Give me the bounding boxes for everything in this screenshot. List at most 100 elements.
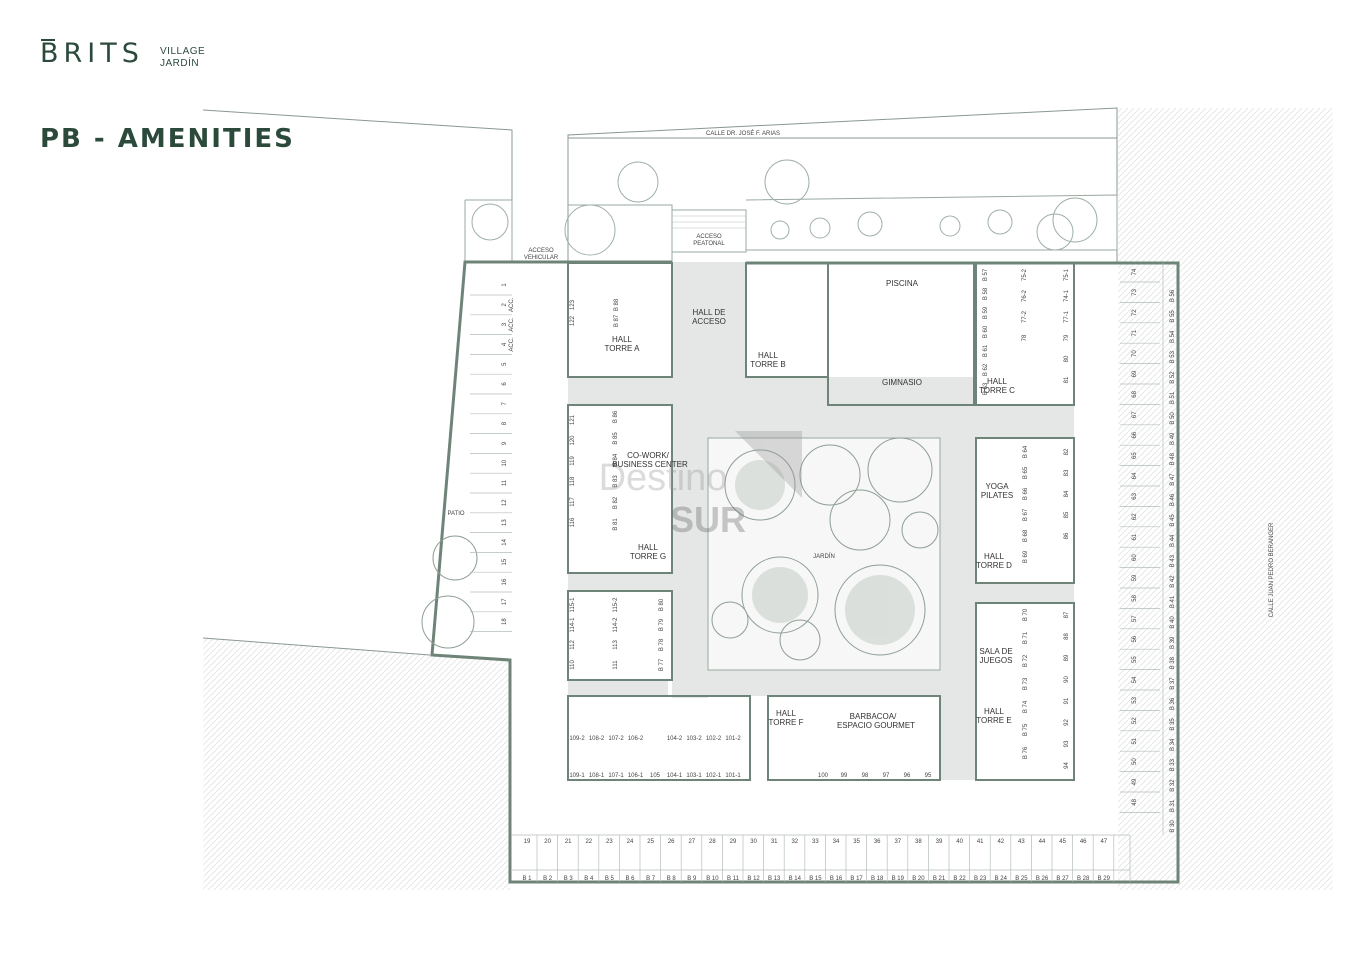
logo-bar [41, 39, 55, 41]
parking-label: 75-2 [1022, 268, 1028, 281]
front-garden [464, 199, 513, 263]
lot-line-top-left [202, 109, 513, 262]
parking-label: B 66 [1023, 487, 1029, 500]
parking-label: 11 [502, 479, 508, 486]
front-garden-3 [745, 194, 1118, 251]
parking-label: 106-1 [628, 773, 644, 779]
parking-label: B 76 [1023, 746, 1029, 759]
parking-label: B 82 [613, 496, 619, 509]
parking-label: 100 [818, 773, 829, 779]
hall-torre-a-2: TORRE A [605, 344, 641, 353]
parking-label: 36 [874, 839, 881, 845]
parking-label: 13 [502, 519, 508, 526]
parking-label: 110 [570, 660, 576, 670]
parking-label: 47 [1100, 839, 1107, 845]
parking-label: 91 [1064, 697, 1070, 704]
parking-label: B 69 [1023, 550, 1029, 563]
parking-label: B 65 [1023, 466, 1029, 479]
piscina: PISCINA [886, 279, 919, 288]
lot-line-left-bottom [202, 637, 431, 656]
parking-label: 14 [502, 538, 508, 545]
hall-torre-e-1: HALL [984, 707, 1005, 716]
parking-label: 117 [570, 497, 576, 507]
parking-label: 57 [1132, 615, 1138, 622]
parking-label: B 41 [1170, 595, 1176, 608]
parking-label: 6 [502, 382, 508, 386]
parking-label: B 73 [1023, 677, 1029, 690]
parking-label: 67 [1132, 411, 1138, 418]
street-right-label: CALLE JUAN PEDRO BERANGER [1269, 522, 1275, 617]
parking-label: 39 [936, 839, 943, 845]
parking-label: 93 [1064, 740, 1070, 747]
parking-label: B 47 [1170, 473, 1176, 486]
parking-label: 17 [502, 598, 508, 605]
parking-label: 108-2 [589, 736, 605, 742]
parking-label: 123 [570, 299, 576, 310]
parking-label: 102-1 [706, 773, 722, 779]
parking-label: B 62 [983, 363, 989, 376]
parking-label: B 68 [1023, 529, 1029, 542]
parking-label: 92 [1064, 719, 1070, 726]
parking-label: B 23 [974, 876, 987, 882]
parking-label: B 78 [659, 638, 665, 651]
parking-label: 112 [570, 640, 576, 650]
parking-label: 51 [1132, 737, 1138, 744]
parking-label: B 22 [953, 876, 966, 882]
garden-trees [711, 437, 939, 661]
parking-label: B 7 [646, 876, 656, 882]
parking-label: 86 [1064, 532, 1070, 539]
area-labels: ACCESO VEHICULAR ACCESO PEATONAL HALL DE… [447, 234, 1015, 730]
parking-label: 45 [1059, 839, 1066, 845]
parking-label: 16 [502, 578, 508, 585]
patio-trees [421, 535, 478, 649]
parking-label: B 58 [983, 287, 989, 300]
hall-torre-f-1: HALL [776, 709, 797, 718]
parking-label: B 4 [584, 876, 594, 882]
parking-label: 116 [570, 517, 576, 527]
parking-label: 94 [1064, 762, 1070, 769]
barbacoa-1: BARBACOA/ [850, 712, 897, 721]
parking-label: 56 [1132, 635, 1138, 642]
parking-label: 79 [1064, 334, 1070, 341]
parking-label: 66 [1132, 431, 1138, 438]
parking-label: B 71 [1023, 631, 1029, 644]
parking-label: 38 [915, 839, 922, 845]
hall-torre-c-1: HALL [987, 377, 1008, 386]
parking-label: 55 [1132, 656, 1138, 663]
parking-label: B 29 [1098, 876, 1111, 882]
parking-label: B 59 [983, 306, 989, 319]
parking-label: 113 [613, 640, 619, 650]
parking-label: B 10 [706, 876, 719, 882]
parking-label: 77-1 [1064, 310, 1070, 323]
parking-label: 52 [1132, 717, 1138, 724]
parking-label: B 74 [1023, 700, 1029, 713]
parking-label: 28 [709, 839, 716, 845]
parking-label: 60 [1132, 554, 1138, 561]
patio: PATIO [447, 511, 464, 517]
parking-label: 46 [1080, 839, 1087, 845]
parking-label: 34 [833, 839, 840, 845]
parking-label: 68 [1132, 390, 1138, 397]
parking-label: 77-2 [1022, 310, 1028, 323]
parking-label: 78 [1022, 334, 1028, 341]
parking-label: B 46 [1170, 493, 1176, 506]
inner-blocks [567, 262, 1075, 781]
parking-label: 18 [502, 618, 508, 625]
parking-label: 109-1 [569, 773, 585, 779]
corridors [568, 262, 1074, 780]
parking-label: 84 [1064, 490, 1070, 497]
parking-label: B 13 [768, 876, 781, 882]
acceso-peatonal-1: ACCESO [696, 234, 722, 240]
parking-label: 115-1 [570, 597, 576, 613]
parking-label: B 79 [659, 618, 665, 631]
parking-label: 114-2 [613, 617, 619, 633]
parking-label: 81 [1064, 376, 1070, 383]
watermark-line2: SUR [670, 499, 746, 540]
parking-label: B 37 [1170, 677, 1176, 690]
brand-name: BRITS [40, 38, 144, 69]
neighbor-lot-left-bottom [203, 638, 510, 890]
hall-torre-g-1: HALL [638, 543, 659, 552]
